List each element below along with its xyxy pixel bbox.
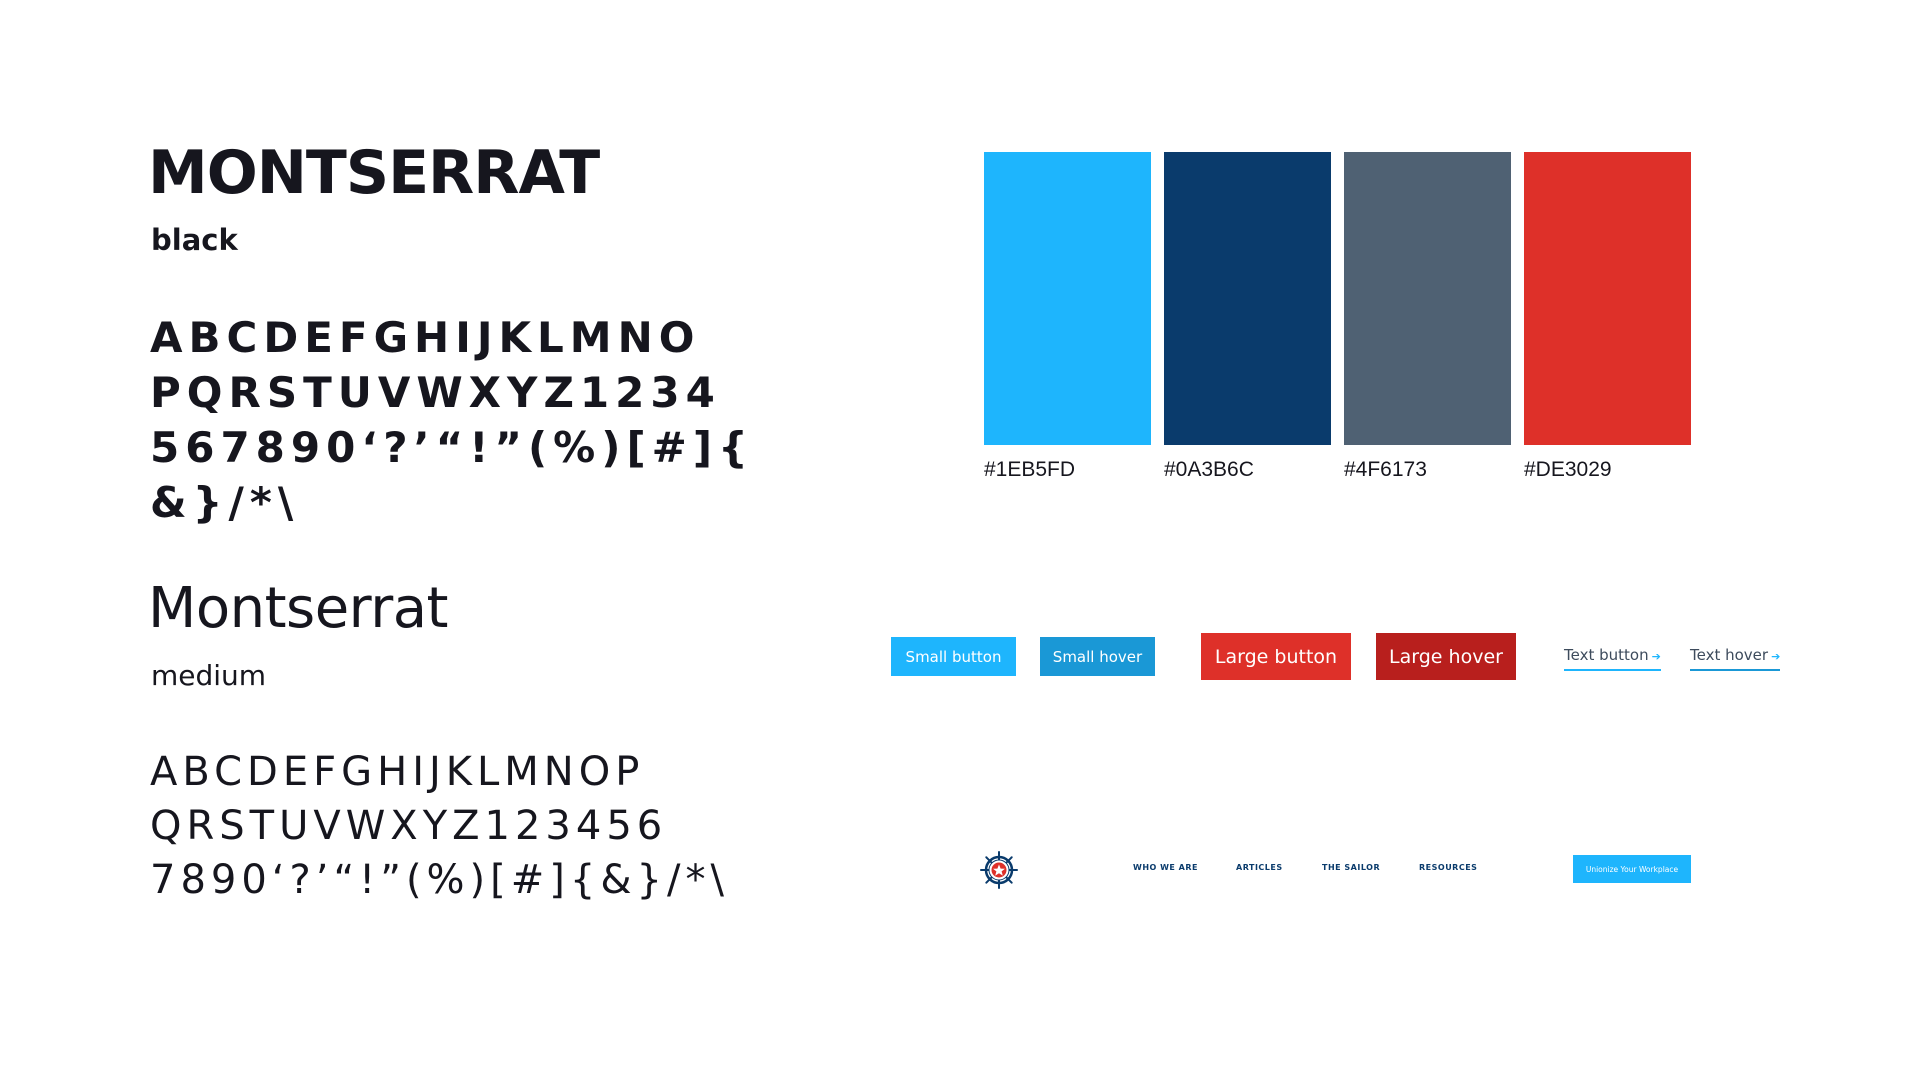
glyph-line: QRSTUVWXYZ123456 — [150, 803, 668, 849]
color-swatch: #4F6173 — [1344, 152, 1511, 482]
swatch-color-block — [1164, 152, 1331, 445]
text-hover-button[interactable]: Text hover➔ — [1690, 646, 1781, 671]
text-hover-label: Text hover — [1690, 646, 1769, 664]
swatch-hex-label: #1EB5FD — [984, 458, 1076, 481]
color-swatch: #0A3B6C — [1164, 152, 1331, 482]
glyph-specimen-medium: ABCDEFGHIJKLMNOP QRSTUVWXYZ123456 7890‘?… — [150, 745, 750, 907]
font-weight-label-black: black — [151, 223, 238, 257]
glyph-line: PQRSTUVWXYZ1234 — [150, 368, 721, 417]
large-button[interactable]: Large button — [1201, 633, 1351, 680]
nav-link-resources[interactable]: RESOURCES — [1419, 863, 1478, 872]
swatch-hex-label: #DE3029 — [1524, 458, 1612, 481]
swatch-color-block — [1524, 152, 1691, 445]
font-family-title-medium: Montserrat — [148, 576, 449, 641]
large-hover-button[interactable]: Large hover — [1376, 633, 1516, 680]
nav-link-the-sailor[interactable]: THE SAILOR — [1322, 863, 1381, 872]
font-weight-label-medium: medium — [151, 659, 267, 692]
unionize-cta-button[interactable]: Unionize Your Workplace — [1573, 855, 1691, 883]
glyph-line: ABCDEFGHIJKLMNO — [150, 313, 701, 362]
arrow-right-icon: ➔ — [1771, 650, 1781, 663]
glyph-line: 7890‘?’“!”(%)[#]{&}/*\ — [150, 857, 729, 903]
color-swatch: #DE3029 — [1524, 152, 1691, 482]
small-button[interactable]: Small button — [891, 637, 1016, 676]
ship-wheel-logo-icon[interactable] — [979, 850, 1019, 890]
arrow-right-icon: ➔ — [1651, 650, 1661, 663]
color-palette: #1EB5FD #0A3B6C #4F6173 #DE3029 — [984, 152, 1691, 482]
swatch-color-block — [984, 152, 1151, 445]
text-button-label: Text button — [1564, 646, 1649, 664]
glyph-line: &}/*\ — [150, 478, 300, 527]
font-family-title-black: MONTSERRAT — [148, 138, 600, 208]
glyph-line: 567890‘?’“!”(%)[#]{ — [150, 423, 754, 472]
nav-link-who-we-are[interactable]: WHO WE ARE — [1133, 863, 1198, 872]
glyph-specimen-black: ABCDEFGHIJKLMNO PQRSTUVWXYZ1234 567890‘?… — [150, 310, 750, 530]
swatch-hex-label: #0A3B6C — [1164, 458, 1254, 481]
nav-link-articles[interactable]: ARTICLES — [1236, 863, 1283, 872]
swatch-color-block — [1344, 152, 1511, 445]
small-hover-button[interactable]: Small hover — [1040, 637, 1155, 676]
text-button[interactable]: Text button➔ — [1564, 646, 1661, 671]
glyph-line: ABCDEFGHIJKLMNOP — [150, 749, 645, 795]
color-swatch: #1EB5FD — [984, 152, 1151, 482]
swatch-hex-label: #4F6173 — [1344, 458, 1427, 481]
